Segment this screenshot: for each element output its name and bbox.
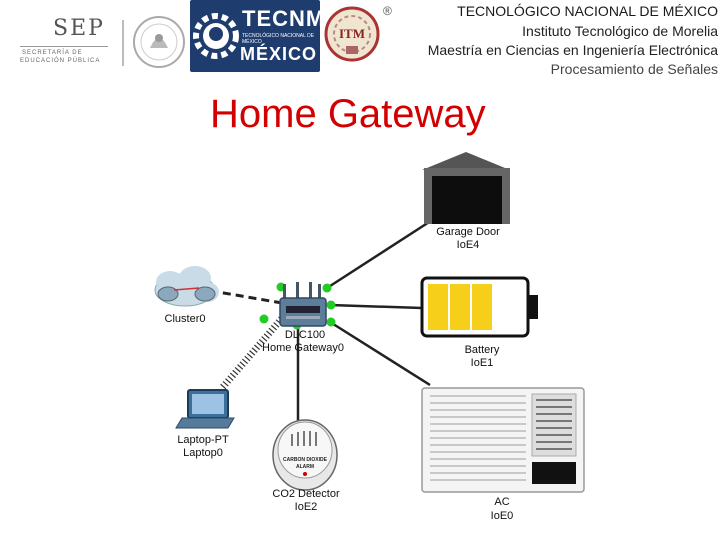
ac-label: AC: [494, 496, 509, 508]
garage-door-device[interactable]: Garage Door IoE4: [422, 152, 510, 251]
tecnm-logo-sub: TECNOLÓGICO NACIONAL DE MÉXICO: [242, 33, 315, 45]
header-line-program: Maestría en Ciencias en Ingeniería Elect…: [427, 42, 718, 58]
registered-mark: ®: [383, 4, 392, 18]
co2-detector-face-line2: ALARM: [296, 464, 314, 470]
co2-detector-device[interactable]: CARBON DIOXIDE ALARM CO2 Detector IoE2: [272, 419, 340, 513]
home-gateway-device[interactable]: DLC100 Home Gateway0: [262, 282, 344, 354]
link-gateway-ac: [329, 320, 431, 387]
link-dot: [259, 314, 269, 324]
link-gateway-cluster: [217, 290, 283, 305]
link-dot: [326, 300, 336, 310]
cluster-label: Cluster0: [165, 313, 206, 325]
header-line-institution: TECNOLÓGICO NACIONAL DE MÉXICO: [457, 3, 718, 19]
laptop-device[interactable]: Laptop-PT Laptop0: [175, 389, 235, 459]
header-line-campus: Instituto Tecnológico de Morelia: [522, 23, 718, 39]
gear-icon: [193, 13, 239, 59]
page-title: Home Gateway: [210, 92, 486, 136]
link-gateway-laptop-wireless: [219, 313, 287, 391]
sep-logo-sub2: EDUCACIÓN PÚBLICA: [20, 58, 101, 64]
link-dot: [322, 283, 332, 293]
link-gateway-battery: [329, 303, 423, 310]
ac-device[interactable]: AC IoE0: [421, 387, 585, 522]
sep-logo: SEP SECRETARÍA DE EDUCACIÓN PÚBLICA: [18, 14, 110, 70]
link-gateway-garage: [326, 213, 441, 290]
tecnm-logo-word: TECNM: [242, 6, 326, 31]
cluster-cloud-device[interactable]: Cluster0: [154, 266, 219, 325]
battery-id: IoE1: [471, 357, 494, 369]
sep-logo-word: SEP: [53, 16, 105, 41]
logo-divider: [122, 20, 124, 66]
laptop-id: Laptop0: [183, 447, 223, 459]
national-seal-icon: [133, 16, 185, 68]
garage-door-id: IoE4: [457, 239, 480, 251]
co2-detector-label: CO2 Detector: [272, 488, 340, 500]
link-dot: [326, 317, 336, 327]
itm-logo-word: ITM: [339, 26, 365, 41]
sep-logo-sub1: SECRETARÍA DE: [22, 50, 83, 56]
battery-device[interactable]: Battery IoE1: [420, 276, 538, 369]
co2-detector-id: IoE2: [295, 501, 318, 513]
tecnm-logo: TECNM TECNOLÓGICO NACIONAL DE MÉXICO MÉX…: [190, 0, 324, 72]
header: SEP SECRETARÍA DE EDUCACIÓN PÚBLICA TECN…: [0, 0, 720, 84]
links: [217, 213, 441, 425]
tecnm-logo-country: MÉXICO: [240, 44, 318, 64]
ac-id: IoE0: [491, 510, 514, 522]
itm-logo: ITM: [324, 6, 380, 62]
gateway-id: Home Gateway0: [262, 342, 344, 354]
header-line-course: Procesamiento de Señales: [550, 61, 718, 77]
battery-label: Battery: [465, 344, 500, 356]
laptop-label: Laptop-PT: [177, 434, 229, 446]
garage-door-label: Garage Door: [436, 226, 500, 238]
sep-logo-rule: [20, 46, 108, 47]
co2-detector-face-line1: CARBON DIOXIDE: [283, 457, 328, 463]
gateway-label: DLC100: [285, 329, 325, 341]
